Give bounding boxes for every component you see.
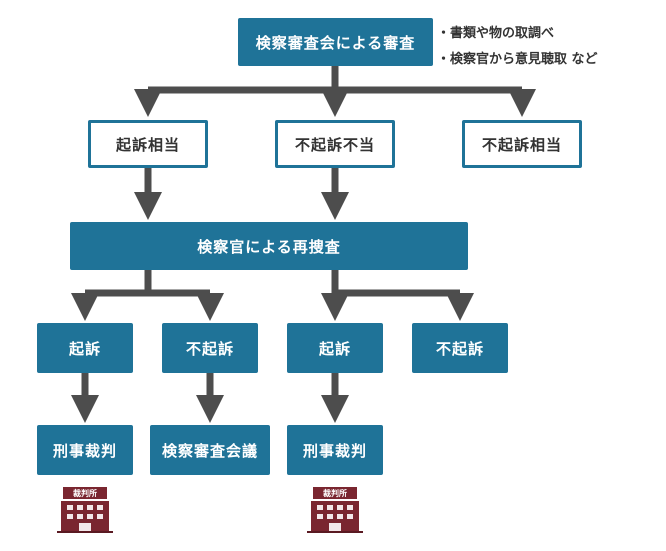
result-review-council: 検察審査会議 <box>150 425 270 475</box>
committee-review-box: 検察審査会による審査 <box>238 18 433 66</box>
outcome-non-indictment-appropriate: 不起訴相当 <box>462 120 582 168</box>
outcome-indictment-appropriate: 起訴相当 <box>88 120 208 168</box>
review-note-documents: ・書類や物の取調べ <box>437 26 555 41</box>
result-criminal-trial-right: 刑事裁判 <box>287 425 383 475</box>
courthouse-label: 裁判所 <box>323 488 347 498</box>
result-criminal-trial-left: 刑事裁判 <box>37 425 133 475</box>
decision-indict-left: 起訴 <box>37 323 133 373</box>
decision-indict-right: 起訴 <box>287 323 383 373</box>
courthouse-label: 裁判所 <box>73 488 97 498</box>
outcome-non-indictment-improper: 不起訴不当 <box>275 120 395 168</box>
courthouse-icon: 裁判所 <box>57 487 113 533</box>
courthouse-icon: 裁判所 <box>307 487 363 533</box>
prosecutor-reinvestigation-box: 検察官による再捜査 <box>70 222 468 270</box>
review-note-hearing: ・検察官から意見聴取 など <box>437 52 598 67</box>
decision-not-indict-right: 不起訴 <box>412 323 508 373</box>
decision-not-indict-left: 不起訴 <box>162 323 258 373</box>
